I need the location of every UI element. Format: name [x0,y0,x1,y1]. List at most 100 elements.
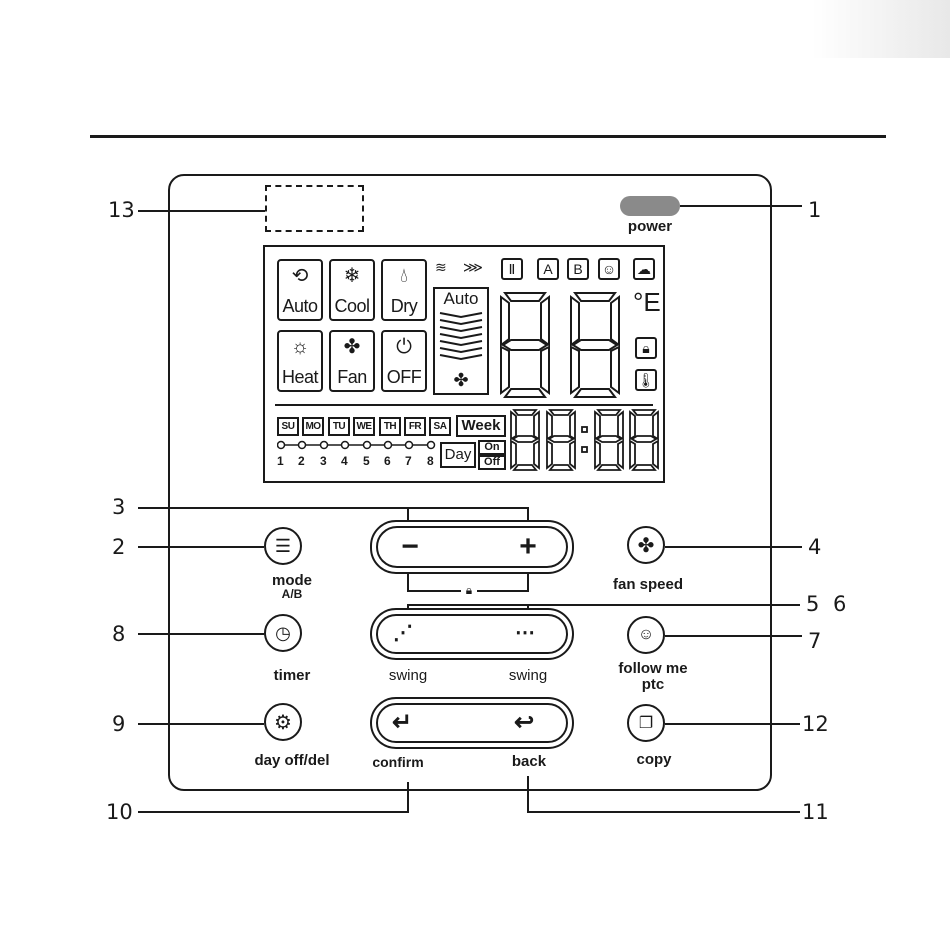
day-off-label: day off/del [242,752,342,769]
callout-11: 11 [802,800,829,824]
callout-4: 4 [808,535,821,559]
callout-2-line [138,546,264,548]
callout-6: 6 [833,592,846,616]
mode-dry-label: Dry [379,296,429,317]
day-mo: MO [302,417,324,436]
power-symbol-icon: ⏻ [383,335,425,359]
timer-button[interactable]: ◷ [264,614,302,652]
callout-9: 9 [112,712,125,736]
callout-56-line [529,604,800,606]
callout-5: 5 [806,592,819,616]
copy-icon: ❐ [639,713,653,733]
day-tu: TU [328,417,350,436]
follow-me-button[interactable]: ☺ [627,616,665,654]
callout-2: 2 [112,535,125,559]
receiver-window [265,185,364,232]
callout-8-line [138,633,264,635]
callout-11-vline [527,776,529,812]
fan-auto-label: Auto [435,289,487,309]
day-th: TH [379,417,401,436]
fan-speed-bars [435,309,487,371]
callout-7: 7 [808,629,821,653]
off-indicator: Off [478,455,506,470]
callout-9-line [138,723,264,725]
day-sa: SA [429,417,451,436]
follow-me-sub-label: ptc [606,676,700,693]
top-rule [90,135,886,138]
day-off-button[interactable]: ⚙ [264,703,302,741]
gear-icon: ⚙ [274,710,292,735]
mode-sub-label: A/B [252,587,332,601]
swing-bracket [407,604,529,606]
filter-icon: Ⅱ [501,258,523,280]
lcd-divider [275,404,653,406]
ptc-icon: ☁ [633,258,655,280]
mode-cool: ❄ Cool [329,259,375,321]
slot-5: 5 [363,454,370,468]
callout-3: 3 [112,495,125,519]
plus-button[interactable]: + [508,532,548,562]
confirm-button[interactable]: ↵ [392,708,412,737]
fan-small-icon: ✤ [435,370,487,391]
confirm-label: confirm [362,754,434,770]
callout-13: 13 [108,198,135,222]
timer-label: timer [252,667,332,684]
follow-me-label: follow me [606,660,700,677]
mode-off-label: OFF [379,367,429,388]
mode-heat: ☼ Heat [277,330,323,392]
callout-12-line [665,723,800,725]
sun-icon: ☼ [279,335,321,359]
mode-fan: ✤ Fan [329,330,375,392]
mode-auto-label: Auto [275,296,325,317]
minus-button[interactable]: − [390,532,430,562]
mode-auto: ⟲ Auto [277,259,323,321]
temperature-digits [497,289,627,401]
snowflake-icon: ❄ [331,264,373,288]
slot-6: 6 [384,454,391,468]
day-we: WE [353,417,375,436]
fan-icon: ✤ [331,335,373,359]
callout-10-line [138,811,409,813]
callout-13-line [138,210,265,212]
clock-digits [509,407,661,473]
slot-2: 2 [298,454,305,468]
swing-right-label: swing [498,667,558,684]
key-lock-icon: 🔒︎ [461,582,477,598]
day-su: SU [277,417,299,436]
zone-a-indicator: A [537,258,559,280]
callout-1-line [680,205,802,207]
fan-speed-label: fan speed [606,576,690,593]
copy-label: copy [614,751,694,768]
callout-4-line [665,546,802,548]
week-indicator: Week [456,415,506,437]
slot-4: 4 [341,454,348,468]
temperature-unit: °E [633,289,661,315]
mode-button[interactable]: ☰ [264,527,302,565]
clock-icon: ◷ [275,623,291,644]
callout-10-vline [407,782,409,812]
swing-vertical-icon: ⋙ [463,259,483,276]
callout-8: 8 [112,622,125,646]
zone-b-indicator: B [567,258,589,280]
callout-11-line [527,811,800,813]
lcd-display: ⟲ Auto ❄ Cool 💧︎ Dry ☼ Heat ✤ Fan ⏻ OFF … [263,245,665,483]
slot-7: 7 [405,454,412,468]
swing-horizontal-icon: ≋ [435,259,447,276]
fan-speed-indicator: Auto ✤ [433,287,489,395]
copy-button[interactable]: ❐ [627,704,665,742]
power-button[interactable] [620,196,680,216]
auto-cycle-icon: ⟲ [279,264,321,288]
swing-left-button[interactable]: ⋰ [393,620,413,645]
swing-left-label: swing [378,667,438,684]
callout-12: 12 [802,712,829,736]
swing-right-button[interactable]: ⋯ [515,620,535,645]
day-indicator: Day [440,442,476,468]
lock-icon: 🔒︎ [635,337,657,359]
menu-list-icon: ☰ [275,536,291,557]
fan-speed-button[interactable]: ✤ [627,526,665,564]
power-label: power [610,218,690,235]
slot-1: 1 [277,454,284,468]
day-fr: FR [404,417,426,436]
mode-off: ⏻ OFF [381,330,427,392]
back-button[interactable]: ↩ [514,708,534,737]
